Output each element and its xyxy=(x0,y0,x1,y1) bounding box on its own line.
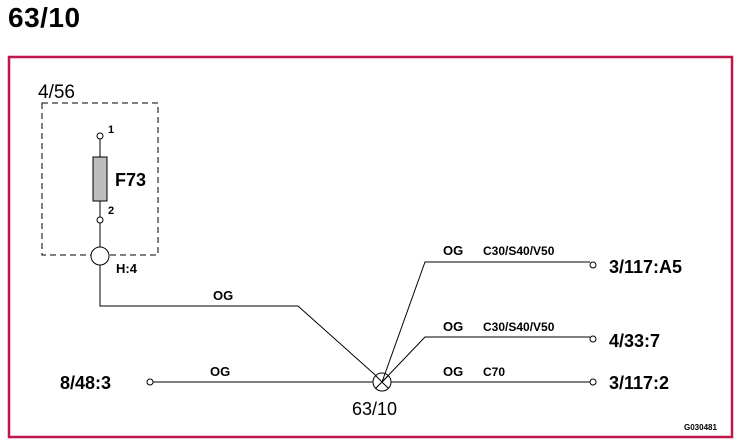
top-right-terminal xyxy=(589,261,597,269)
wire-og-from-fuse xyxy=(99,265,383,382)
left-terminal xyxy=(146,378,154,386)
bottom-right-wire-variant: C70 xyxy=(483,365,505,379)
connector-label: H:4 xyxy=(116,261,138,276)
component-box-label: 4/56 xyxy=(38,82,75,103)
diagram-frame xyxy=(7,55,734,439)
connector-h4 xyxy=(90,246,110,266)
fuse-pin-2-label: 2 xyxy=(108,205,114,217)
fuse-pin-2-terminal xyxy=(96,216,104,224)
fuse-pin-1-label: 1 xyxy=(108,124,114,136)
mid-right-wire-variant: C30/S40/V50 xyxy=(483,320,555,334)
bottom-right-endpoint-label: 3/117:2 xyxy=(609,373,669,393)
bottom-right-wire-color: OG xyxy=(443,364,463,379)
mid-right-wire-color: OG xyxy=(443,319,463,334)
top-right-wire-color: OG xyxy=(443,243,463,258)
wire-from-left-color: OG xyxy=(210,364,230,379)
bottom-right-terminal xyxy=(589,378,597,386)
splice-label: 63/10 xyxy=(352,399,397,419)
wire-og-mid-right xyxy=(381,336,590,383)
top-right-endpoint-label: 3/117:A5 xyxy=(609,257,682,277)
figure-code: G030481 xyxy=(684,423,717,432)
fuse-pin-1-terminal xyxy=(96,132,104,140)
mid-right-terminal xyxy=(589,335,597,343)
left-endpoint-label: 8/48:3 xyxy=(60,373,111,393)
page-title: 63/10 xyxy=(8,2,81,33)
fuse-f73-body xyxy=(92,156,108,202)
wire-og-top-right xyxy=(381,261,590,383)
fuse-label: F73 xyxy=(115,170,146,190)
top-right-wire-variant: C30/S40/V50 xyxy=(483,244,555,258)
mid-right-endpoint-label: 4/33:7 xyxy=(609,331,660,351)
wire-from-fuse-color: OG xyxy=(213,288,233,303)
